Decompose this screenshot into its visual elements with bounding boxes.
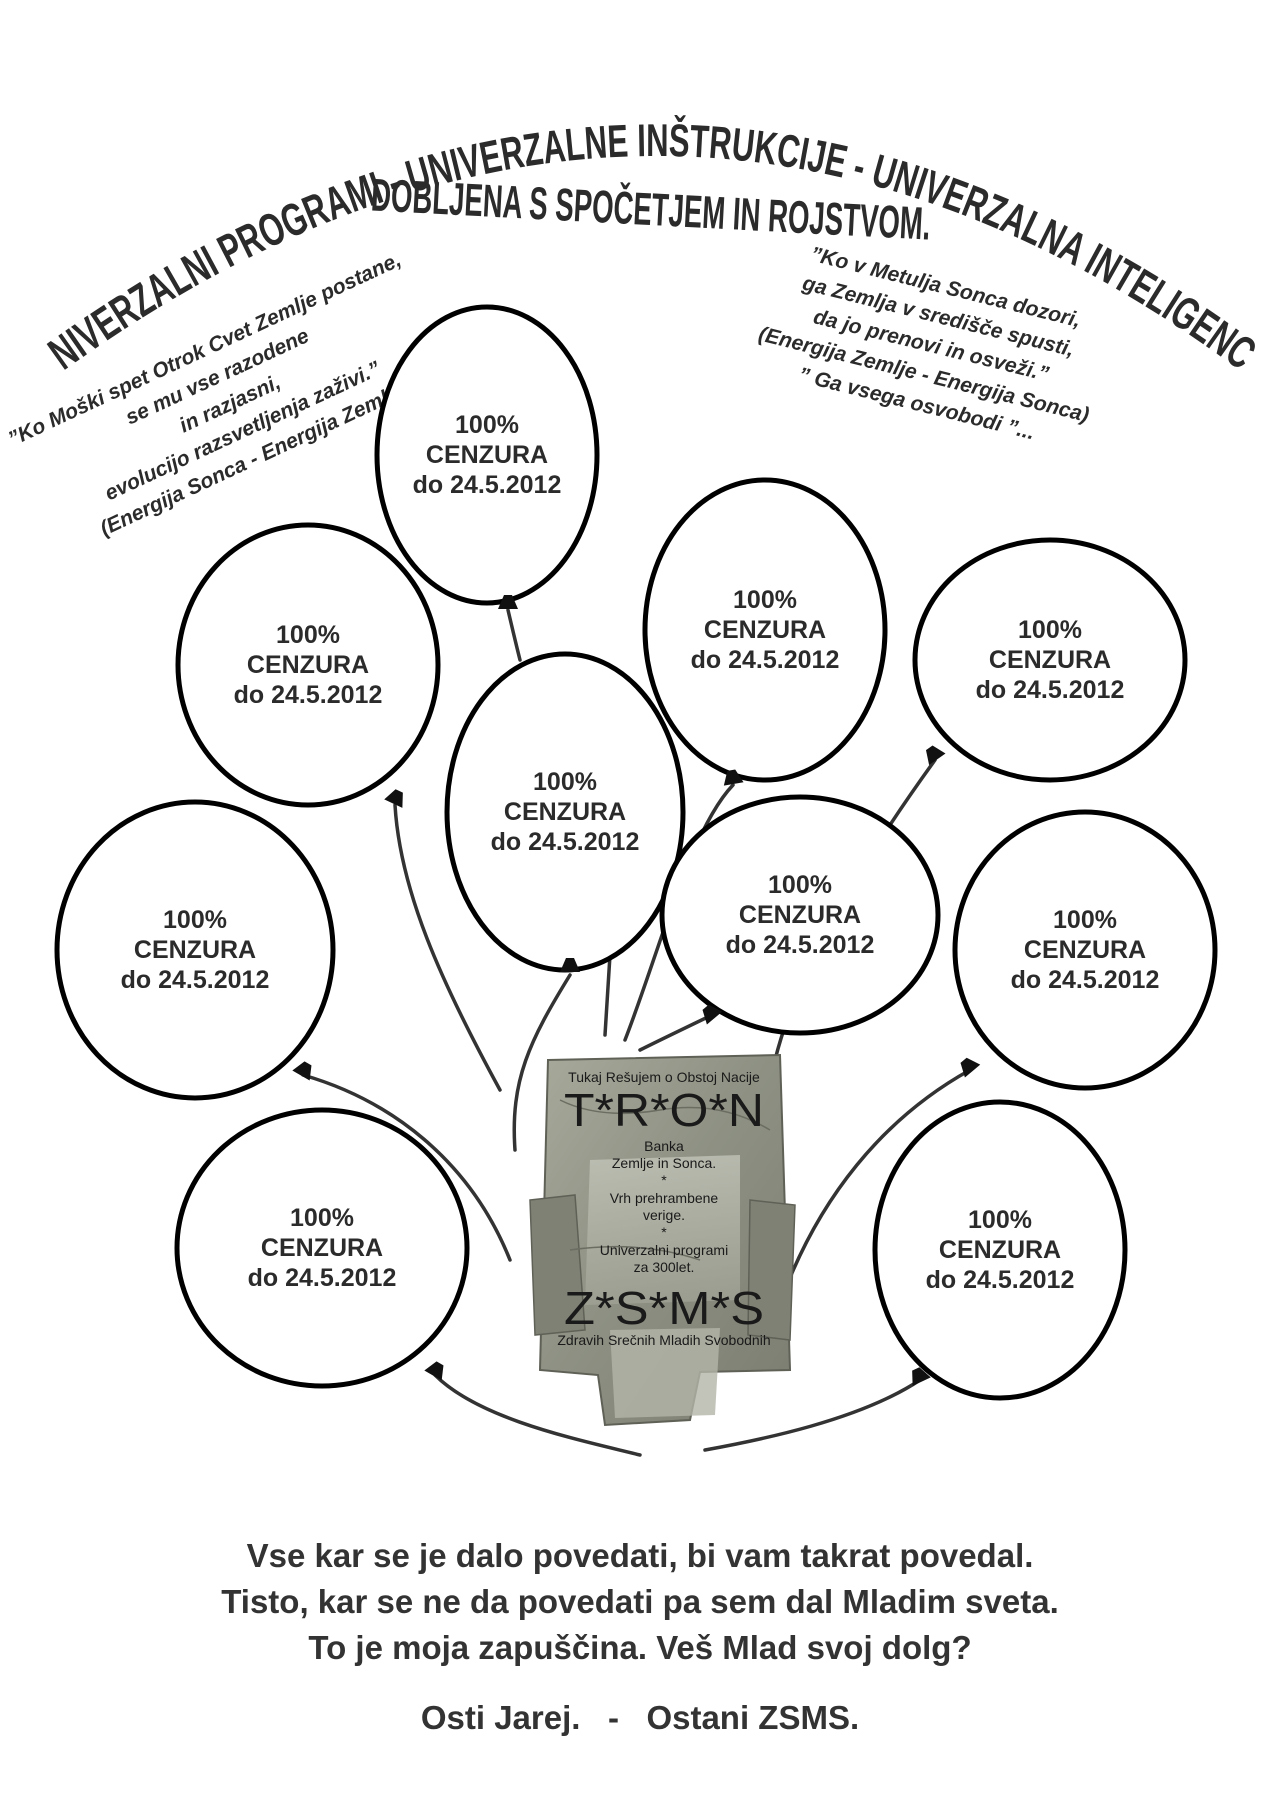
balloon-outline bbox=[374, 304, 600, 606]
footer-line-1: Vse kar se je dalo povedati, bi vam takr… bbox=[247, 1537, 1034, 1574]
balloon-label-line: do 24.5.2012 bbox=[491, 828, 640, 856]
balloon-label-line: 100% bbox=[290, 1204, 354, 1232]
throne-image: Tukaj Rešujem o Obstoj Nacije T*R*O*N Ba… bbox=[529, 1053, 796, 1427]
balloon-knot bbox=[292, 1061, 312, 1081]
throne-acronym-caption: Zdravih Srečnih Mladih Svobodnih bbox=[557, 1332, 770, 1348]
throne-line-4: verige. bbox=[643, 1207, 685, 1223]
string-9 bbox=[783, 1068, 972, 1292]
balloon-label-line: CENZURA bbox=[134, 936, 256, 964]
balloon-knot bbox=[560, 958, 580, 972]
throne-line-3: Vrh prehrambene bbox=[610, 1190, 719, 1206]
balloon-label-line: 100% bbox=[163, 906, 227, 934]
string-11 bbox=[703, 1378, 922, 1452]
balloon-label-line: CENZURA bbox=[247, 651, 369, 679]
balloon-outline bbox=[174, 1107, 470, 1389]
string-4 bbox=[603, 953, 612, 1037]
balloon-label-line: 100% bbox=[455, 411, 519, 439]
string-10 bbox=[433, 1373, 642, 1457]
string-2 bbox=[393, 803, 502, 1092]
balloon-label-line: do 24.5.2012 bbox=[413, 471, 562, 499]
balloon-outline bbox=[54, 799, 336, 1101]
balloon-label-line: do 24.5.2012 bbox=[248, 1264, 397, 1292]
balloon-label-line: CENZURA bbox=[504, 798, 626, 826]
balloon-knot bbox=[960, 1057, 981, 1078]
balloon-outline bbox=[872, 1099, 1128, 1401]
balloon-label-line: CENZURA bbox=[426, 441, 548, 469]
string-7 bbox=[638, 1013, 714, 1052]
balloon-label-line: 100% bbox=[968, 1206, 1032, 1234]
balloon-strings bbox=[301, 608, 972, 1457]
balloon-label-line: 100% bbox=[533, 768, 597, 796]
balloon-label-line: 100% bbox=[1053, 906, 1117, 934]
throne-separator-1: * bbox=[661, 1172, 667, 1188]
balloon-label-line: do 24.5.2012 bbox=[726, 931, 875, 959]
balloon-label-line: do 24.5.2012 bbox=[121, 966, 270, 994]
balloon-label-line: do 24.5.2012 bbox=[691, 646, 840, 674]
throne-line-6: za 300let. bbox=[634, 1259, 695, 1275]
balloon-label-line: 100% bbox=[1018, 616, 1082, 644]
footer-line-3: To je moja zapuščina. Veš Mlad svoj dolg… bbox=[308, 1629, 971, 1666]
balloon-label-line: CENZURA bbox=[989, 646, 1111, 674]
balloon-label-line: do 24.5.2012 bbox=[976, 676, 1125, 704]
footer-signature: Osti Jarej. - Ostani ZSMS. bbox=[421, 1699, 859, 1736]
balloon-knot bbox=[424, 1361, 444, 1381]
string-1 bbox=[506, 608, 522, 662]
string-8 bbox=[301, 1073, 512, 1262]
balloon-outline bbox=[659, 794, 941, 1036]
string-3 bbox=[512, 973, 572, 1152]
balloon-outline bbox=[912, 537, 1188, 783]
throne-line-2: Zemlje in Sonca. bbox=[612, 1155, 716, 1171]
footer-line-2: Tisto, kar se ne da povedati pa sem dal … bbox=[221, 1583, 1059, 1620]
balloon-label-line: do 24.5.2012 bbox=[234, 681, 383, 709]
balloon-knot bbox=[702, 1004, 723, 1025]
balloon-knot bbox=[498, 595, 518, 609]
throne-acronym: Z*S*M*S bbox=[564, 1282, 764, 1334]
throne-separator-2: * bbox=[661, 1224, 667, 1240]
balloon-outline bbox=[642, 477, 888, 783]
footer: Vse kar se je dalo povedati, bi vam takr… bbox=[221, 1537, 1059, 1736]
throne-top-caption: Tukaj Rešujem o Obstoj Nacije bbox=[568, 1069, 760, 1085]
balloon-outline bbox=[952, 809, 1218, 1091]
balloon-label-line: CENZURA bbox=[704, 616, 826, 644]
balloon-label-line: 100% bbox=[276, 621, 340, 649]
balloon-label-line: CENZURA bbox=[739, 901, 861, 929]
throne-name: T*R*O*N bbox=[564, 1084, 764, 1136]
balloon-knot bbox=[384, 789, 403, 808]
balloon-label-line: CENZURA bbox=[261, 1234, 383, 1262]
balloon-knot bbox=[723, 769, 744, 786]
balloon-knot bbox=[912, 1367, 931, 1386]
balloon-knot bbox=[925, 745, 946, 766]
balloon-outline bbox=[175, 522, 441, 808]
balloon-label-line: 100% bbox=[733, 586, 797, 614]
balloon-label-line: do 24.5.2012 bbox=[1011, 966, 1160, 994]
throne-line-5: Univerzalni programi bbox=[600, 1242, 728, 1258]
balloon-label-line: do 24.5.2012 bbox=[926, 1266, 1075, 1294]
balloon-label-line: 100% bbox=[768, 871, 832, 899]
throne-line-1: Banka bbox=[644, 1138, 684, 1154]
balloon-label-line: CENZURA bbox=[1024, 936, 1146, 964]
balloon-label-line: CENZURA bbox=[939, 1236, 1061, 1264]
